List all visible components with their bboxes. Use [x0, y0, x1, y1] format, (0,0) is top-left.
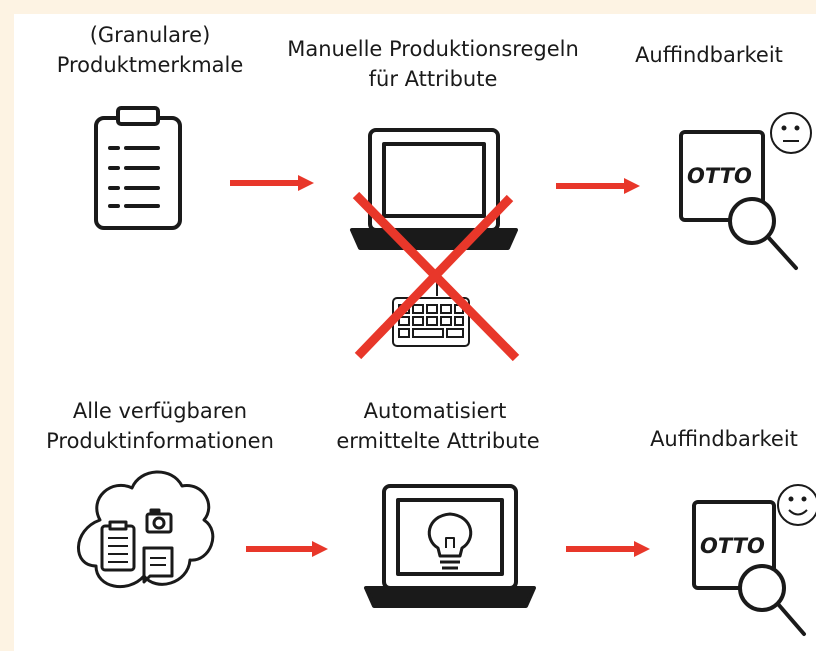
bottom-label-all-info-line1: Alle verfügbaren: [72, 399, 248, 423]
top-label-findability: Auffindbarkeit: [635, 43, 783, 67]
cross-icon: [352, 191, 520, 362]
otto-search-icon: OTTO: [679, 130, 798, 270]
arrow-icon: [566, 541, 650, 557]
top-label-manual-rules-line1: Manuelle Produktionsregeln: [287, 37, 579, 61]
laptop-icon: [364, 484, 536, 608]
lightbulb-icon: [427, 512, 473, 576]
arrow-icon: [556, 178, 640, 194]
arrow-icon: [246, 541, 328, 557]
bottom-label-findability: Auffindbarkeit: [650, 427, 798, 451]
otto-logo-text: OTTO: [687, 164, 752, 188]
top-label-manual-rules-line2: für Attribute: [368, 67, 498, 91]
top-label-product-features-line2: Produktmerkmale: [56, 53, 244, 77]
neutral-face-icon: [770, 112, 812, 154]
top-label-product-features-line1: (Granulare): [89, 23, 211, 47]
product-info-cloud-icon: [77, 470, 215, 588]
bottom-label-auto-attributes-line1: Automatisiert: [363, 399, 507, 423]
clipboard-icon: [94, 106, 182, 230]
arrow-icon: [230, 175, 314, 191]
otto-search-icon: OTTO: [692, 500, 806, 636]
bottom-label-auto-attributes-line2: ermittelte Attribute: [336, 429, 540, 453]
bottom-label-all-info-line2: Produktinformationen: [46, 429, 274, 453]
otto-logo-text: OTTO: [700, 534, 765, 558]
laptop-icon: [350, 128, 518, 250]
happy-face-icon: [777, 484, 816, 526]
